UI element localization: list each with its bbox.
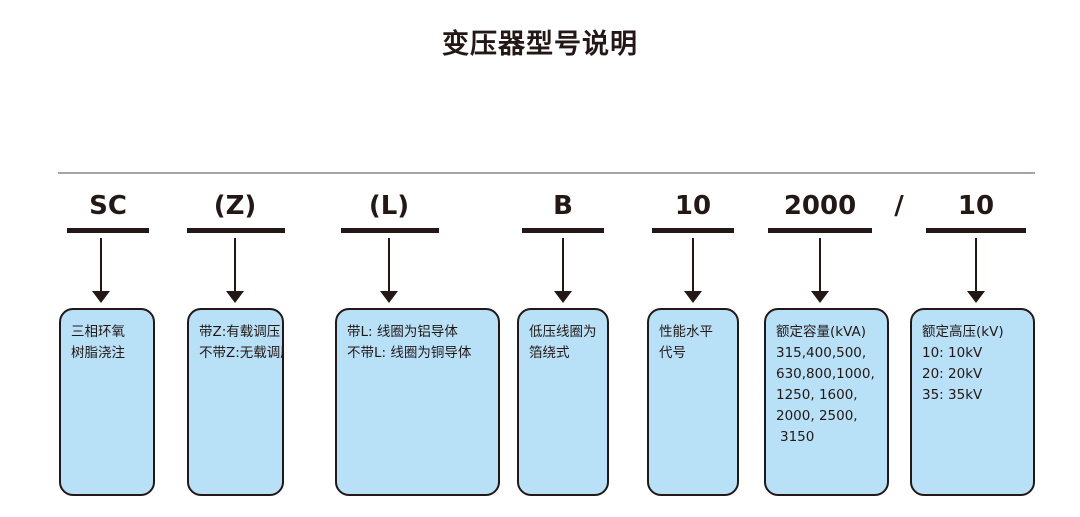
description-line: 带Z:有载调压 <box>199 324 281 340</box>
description-line: 三相环氧 <box>71 324 125 340</box>
description-box-voltage: 额定高压(kV) 10: 10kV 20: 20kV 35: 35kV <box>910 308 1035 496</box>
code-underline-sc <box>67 228 149 233</box>
description-box-performance: 性能水平 代号 <box>647 308 739 496</box>
description-line: 额定容量(kVA) <box>776 324 866 340</box>
description-line: 3150 <box>780 429 815 445</box>
description-box-z: 带Z:有载调压 不带Z:无载调压 <box>187 308 284 496</box>
description-box-capacity: 额定容量(kVA) 315,400,500, 630,800,1000, 125… <box>764 308 889 496</box>
code-segment-sc: SC <box>60 190 156 233</box>
code-segment-capacity: 2000 <box>762 190 878 233</box>
code-segment-l: (L) <box>341 190 439 233</box>
description-line: 10: 10kV <box>922 345 983 361</box>
description-box-sc: 三相环氧 树脂浇注 <box>59 308 155 496</box>
code-segment-performance: 10 <box>645 190 741 233</box>
description-line: 20: 20kV <box>922 366 983 382</box>
code-segment-b: B <box>515 190 611 233</box>
description-line: 不带L: 线圈为铜导体 <box>347 345 472 361</box>
description-line: 带L: 线圈为铝导体 <box>347 324 458 340</box>
page-title: 变压器型号说明 <box>442 29 638 60</box>
description-line: 630,800,1000, <box>776 366 875 382</box>
code-label-voltage: 10 <box>957 191 995 221</box>
description-line: 性能水平 <box>659 324 713 340</box>
code-segment-z: (Z) <box>187 190 285 233</box>
description-box-b: 低压线圈为 箔绕式 <box>517 308 609 496</box>
code-separator-slash: / <box>894 191 904 221</box>
code-label-sc: SC <box>89 191 127 221</box>
description-line: 2000, 2500, <box>776 408 858 424</box>
description-line: 代号 <box>659 345 686 361</box>
code-underline-z <box>187 228 285 233</box>
code-label-capacity: 2000 <box>783 191 857 221</box>
code-underline-performance <box>652 228 734 233</box>
code-underline-l <box>341 228 439 233</box>
description-line: 箔绕式 <box>529 345 570 361</box>
description-line: 树脂浇注 <box>71 345 125 361</box>
description-line: 1250, 1600, <box>776 387 858 403</box>
code-underline-b <box>522 228 604 233</box>
header-divider <box>58 172 1035 174</box>
code-segment-voltage: 10 <box>921 190 1031 233</box>
code-label-z: (Z) <box>213 191 257 221</box>
description-line: 315,400,500, <box>776 345 867 361</box>
code-label-performance: 10 <box>674 191 712 221</box>
description-line: 不带Z:无载调压 <box>199 345 282 361</box>
description-line: 低压线圈为 <box>529 324 597 340</box>
code-label-b: B <box>553 191 573 221</box>
code-underline-voltage <box>926 228 1026 233</box>
code-label-l: (L) <box>368 191 410 221</box>
description-line: 额定高压(kV) <box>922 324 1004 340</box>
code-underline-capacity <box>768 228 872 233</box>
description-box-l: 带L: 线圈为铝导体 不带L: 线圈为铜导体 <box>335 308 500 496</box>
description-line: 35: 35kV <box>922 387 983 403</box>
